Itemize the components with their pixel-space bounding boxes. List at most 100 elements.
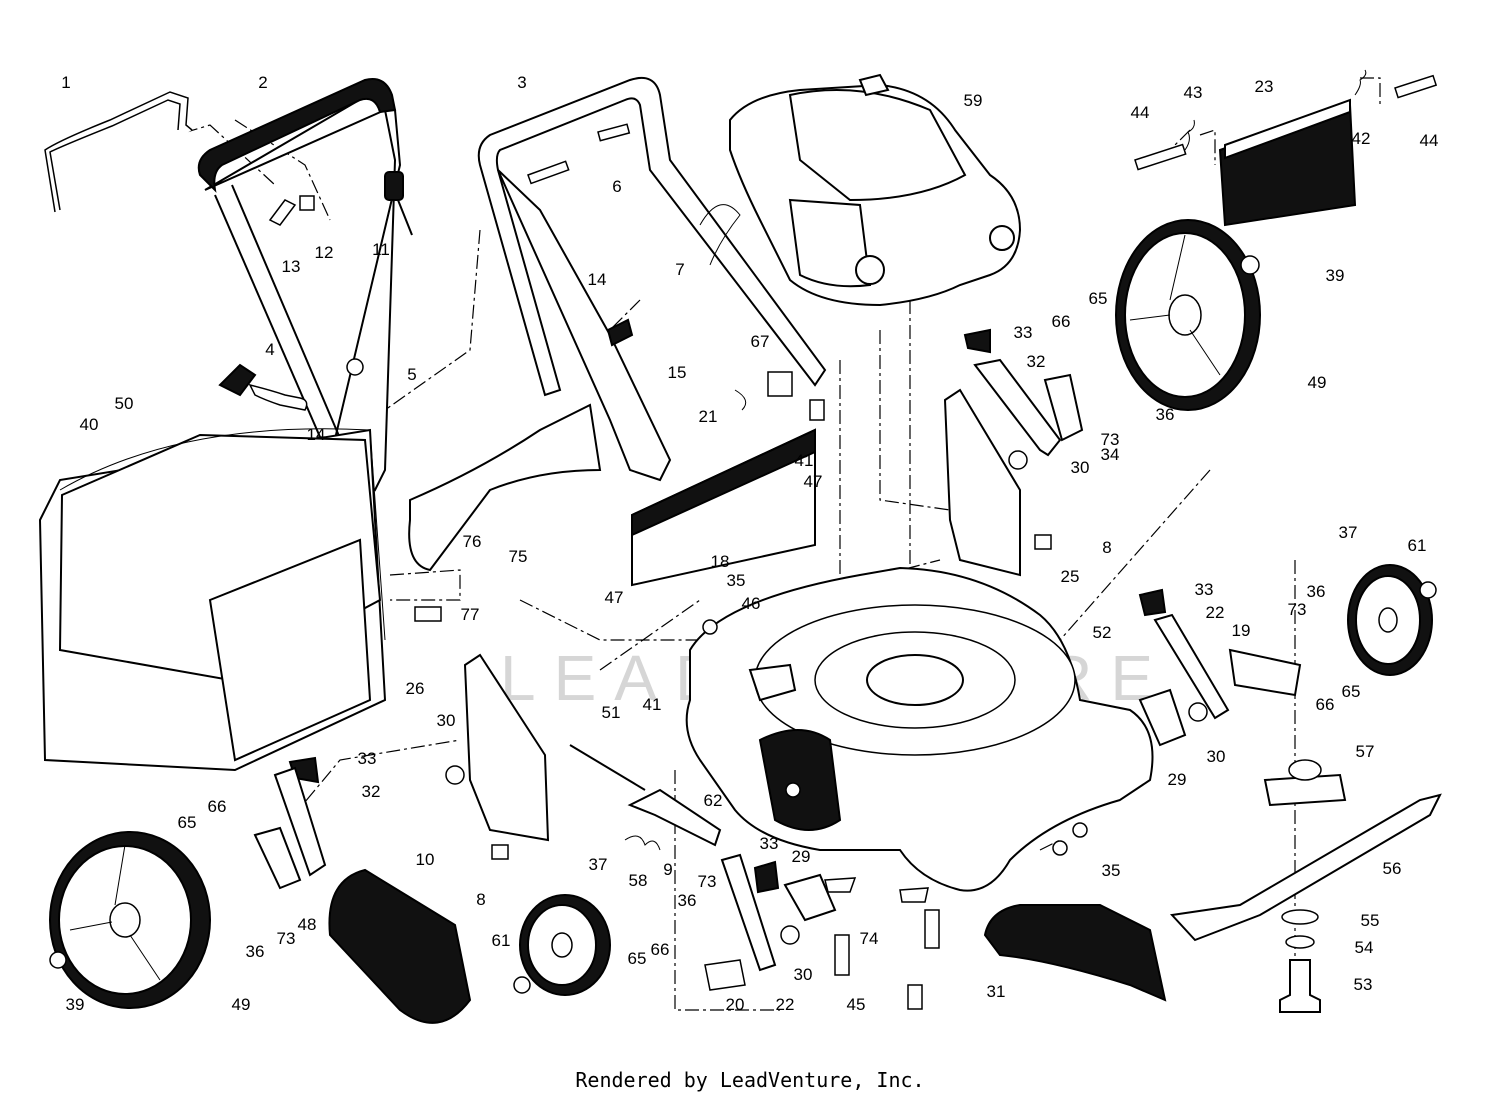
part-32-arm-left (273, 766, 327, 877)
part-23-rear-flap (1218, 98, 1357, 227)
part-33-cap-front-right (1138, 588, 1167, 617)
callout-14: 14 (307, 425, 326, 444)
callout-47: 47 (605, 588, 624, 607)
callout-74: 74 (860, 929, 879, 948)
callout-30: 30 (1207, 747, 1226, 766)
part-37-front-wheel-left (519, 894, 611, 996)
part-1-bail-rod (44, 91, 193, 213)
callout-66: 66 (1316, 695, 1335, 714)
part-74-washer-b (899, 887, 929, 903)
callout-46: 46 (742, 594, 761, 613)
part-42-spring (1354, 69, 1367, 96)
part-52-deck (685, 566, 1154, 892)
part-35-nut-a (1052, 840, 1068, 856)
part-22-arm-right (1153, 613, 1230, 720)
callout-29: 29 (1168, 770, 1187, 789)
part-2-upper-handle (197, 78, 402, 492)
part-15-pins (734, 389, 747, 411)
callout-59: 59 (964, 91, 983, 110)
part-45-bolt-b (924, 909, 940, 949)
part-61-nut-right (1419, 581, 1437, 599)
part-53-blade-bolt (1279, 959, 1321, 1013)
callout-36: 36 (1307, 582, 1326, 601)
callout-6: 6 (612, 177, 621, 196)
callout-33: 33 (1195, 580, 1214, 599)
callout-29: 29 (792, 847, 811, 866)
callout-2: 2 (258, 73, 267, 92)
part-56-blade (1169, 793, 1442, 942)
callout-73: 73 (1101, 430, 1120, 449)
callout-15: 15 (668, 363, 687, 382)
part-11-cable-clip (384, 171, 413, 236)
part-67-clamp (767, 371, 793, 397)
callout-42: 42 (1352, 129, 1371, 148)
part-33-cap-right-top (963, 328, 991, 354)
part-30-bushing-left (445, 765, 465, 785)
part-41-bolt (809, 399, 825, 421)
callout-73: 73 (698, 872, 717, 891)
part-35-nut-b (1072, 822, 1088, 838)
callout-53: 53 (1354, 975, 1373, 994)
part-45-bolt-c (907, 984, 923, 1010)
callout-55: 55 (1361, 911, 1380, 930)
part-74-washer-a (824, 877, 857, 893)
callout-13: 13 (282, 257, 301, 276)
callout-12: 12 (315, 243, 334, 262)
part-29-bracket-right (1138, 688, 1187, 747)
part-19-plate (1228, 648, 1302, 697)
callout-49: 49 (232, 995, 251, 1014)
part-21-rear-door (631, 428, 816, 587)
part-35-nut-c (702, 619, 718, 635)
part-49-rear-wheel-left (49, 831, 211, 1009)
part-5-nut (346, 358, 364, 376)
part-25-rear-plate-right (943, 388, 1021, 577)
callout-35: 35 (727, 571, 746, 590)
callout-21: 21 (699, 407, 718, 426)
callout-61: 61 (492, 931, 511, 950)
callout-50: 50 (115, 394, 134, 413)
callout-57: 57 (1356, 742, 1375, 761)
part-40-grass-bag (38, 428, 387, 772)
callout-43: 43 (1184, 83, 1203, 102)
part-33-cap-front-left (753, 860, 780, 894)
callout-39: 39 (1326, 266, 1345, 285)
part-12-bolt (299, 195, 315, 211)
callout-39: 39 (66, 995, 85, 1014)
part-61-nut-left (513, 976, 531, 994)
callout-14: 14 (588, 270, 607, 289)
callout-19: 19 (1232, 621, 1251, 640)
callout-26: 26 (406, 679, 425, 698)
callout-76: 76 (463, 532, 482, 551)
callout-48: 48 (298, 915, 317, 934)
callout-41: 41 (795, 451, 814, 470)
part-30-bushing-a (1008, 450, 1028, 470)
callout-32: 32 (362, 782, 381, 801)
callout-52: 52 (1093, 623, 1112, 642)
callout-3: 3 (517, 73, 526, 92)
part-62-nut (785, 782, 801, 798)
callout-36: 36 (678, 891, 697, 910)
part-43-spring (1184, 119, 1195, 151)
callout-45: 45 (847, 995, 866, 1014)
part-13-lever (268, 199, 297, 226)
callout-22: 22 (776, 995, 795, 1014)
callout-20: 20 (726, 995, 745, 1014)
callout-65: 65 (178, 813, 197, 832)
callout-36: 36 (246, 942, 265, 961)
part-20-plate (704, 959, 746, 991)
callout-47: 47 (804, 472, 823, 491)
part-32-arm-right (973, 358, 1062, 457)
part-30-bushing-front-right (1188, 702, 1208, 722)
callout-8: 8 (476, 890, 485, 909)
callout-37: 37 (1339, 523, 1358, 542)
callout-10: 10 (416, 850, 435, 869)
part-59-engine (729, 73, 1022, 307)
callout-65: 65 (1089, 289, 1108, 308)
callout-33: 33 (760, 834, 779, 853)
callout-44: 44 (1131, 103, 1150, 122)
part-3-lower-handle (477, 76, 827, 482)
part-57-hub (1288, 759, 1322, 781)
part-54-washer (1285, 935, 1315, 949)
